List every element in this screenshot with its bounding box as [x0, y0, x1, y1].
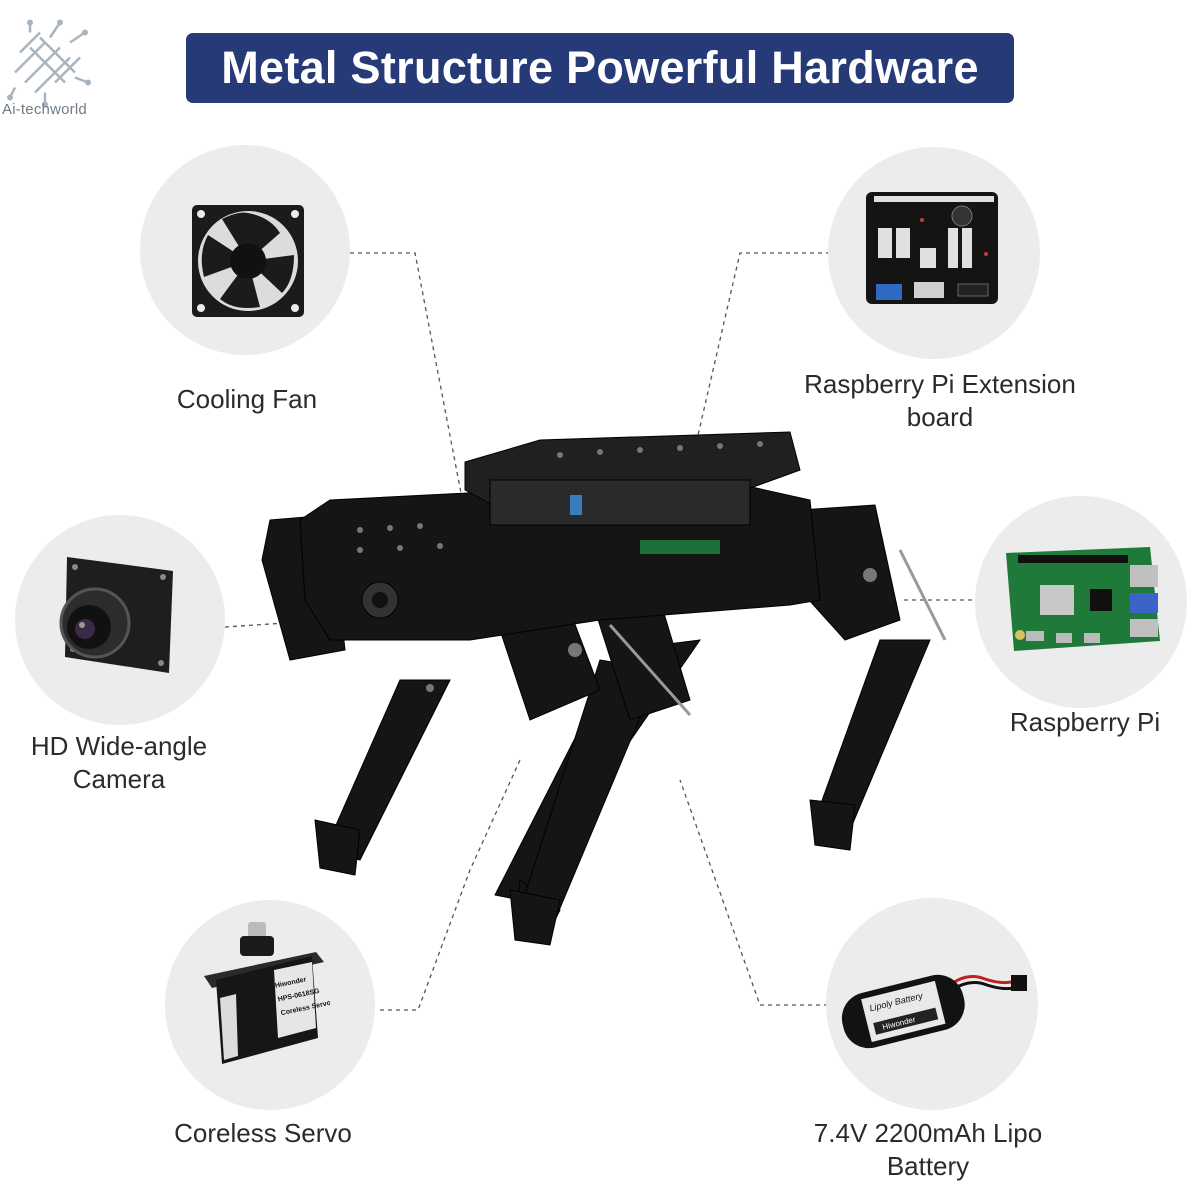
cooling-fan-icon: [192, 205, 304, 317]
servo-label: Coreless Servo: [174, 1118, 352, 1148]
raspberry-pi-icon: [1006, 547, 1160, 651]
camera-module-icon: [59, 557, 173, 673]
brand-watermark: Ai-techworld: [2, 101, 87, 118]
brand-logo-icon: [7, 19, 91, 108]
raspberry-pi-label: Raspberry Pi: [1009, 707, 1161, 737]
camera-label: HD Wide-angle Camera: [30, 731, 208, 794]
battery-label: 7.4V 2200mAh Lipo Battery: [813, 1118, 1043, 1181]
servo-icon: Hiwonder HPS-0618SG Coreless Servo: [204, 922, 330, 1064]
page-title: Metal Structure Powerful Hardware: [186, 33, 1014, 103]
extension-board-icon: [866, 192, 998, 304]
extension-board-label: Raspberry Pi Extension board: [804, 369, 1076, 432]
cooling-fan-label: Cooling Fan: [176, 384, 318, 414]
battery-icon: Lipoly Battery Hiwonder: [841, 974, 1027, 1049]
